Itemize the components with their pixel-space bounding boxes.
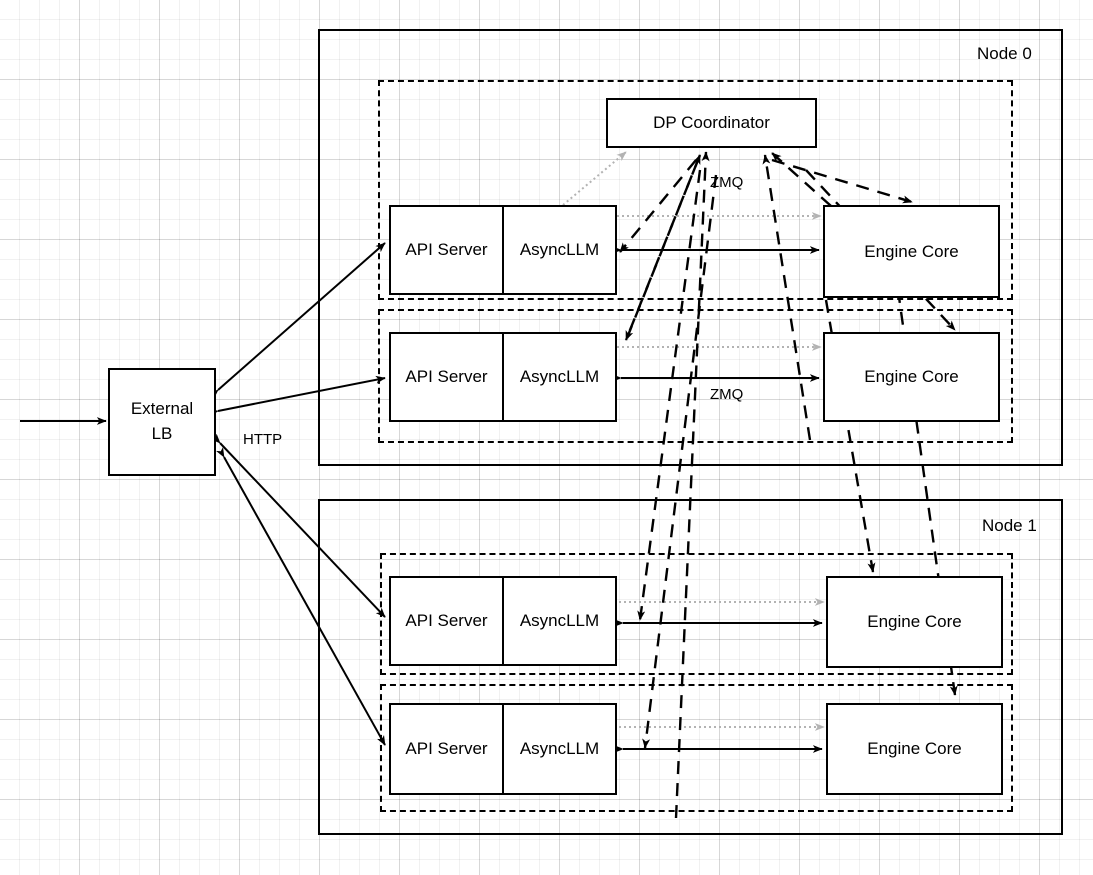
node1-group0-asyncllm-label: AsyncLLM [519, 611, 600, 630]
node0-group0-asyncllm-label: AsyncLLM [519, 240, 600, 259]
node1-group0-engine-core-box[interactable]: Engine Core [826, 576, 1003, 668]
dp-coordinator-box[interactable]: DP Coordinator [606, 98, 817, 148]
node0-group1-engine-core-box[interactable]: Engine Core [823, 332, 1000, 422]
node-1-container [318, 499, 1063, 835]
node1-group1-api-server-label: API Server [391, 705, 504, 793]
node1-group0-api-box[interactable]: API Server AsyncLLM [389, 576, 617, 666]
node0-group0-api-server-label: API Server [391, 207, 504, 293]
external-lb-label-line1: External [130, 399, 194, 419]
node-0-dp-group [378, 80, 1013, 300]
node0-group0-engine-core-box[interactable]: Engine Core [823, 205, 1000, 298]
lb-to-node1-group1-edge [216, 447, 386, 746]
node0-group1-zmq-label: ZMQ [710, 386, 744, 403]
node-0-label: Node 0 [977, 44, 1032, 63]
node-1-group-1-region [380, 684, 1013, 812]
node1-group1-engine-core-box[interactable]: Engine Core [826, 703, 1003, 795]
asyncllm-to-coordinator-dotted-edge [562, 151, 627, 206]
node1-group1-engine-core-label: Engine Core [867, 739, 962, 758]
external-lb-box[interactable]: External LB [108, 368, 216, 476]
node-0-container [318, 29, 1063, 466]
node0-group1-api-box[interactable]: API Server AsyncLLM [389, 332, 617, 422]
node-1-group-0-region [380, 553, 1013, 675]
node0-group0-zmq-label: ZMQ [710, 174, 744, 191]
external-lb-label-line2: LB [151, 424, 173, 443]
node1-group1-asyncllm-label: AsyncLLM [519, 739, 600, 758]
node-1-label: Node 1 [982, 516, 1037, 535]
lb-to-node0-group1-edge [208, 375, 386, 417]
node0-group1-asyncllm-label: AsyncLLM [519, 367, 600, 386]
node-0-group-1-region [378, 309, 1013, 443]
http-edge-label: HTTP [243, 431, 283, 448]
node0-group0-api-box[interactable]: API Server AsyncLLM [389, 205, 617, 295]
lb-to-node0-group0-edge [208, 242, 386, 400]
dp-coordinator-label: DP Coordinator [653, 113, 770, 132]
node1-group0-api-server-label: API Server [391, 578, 504, 664]
node1-group0-engine-core-label: Engine Core [867, 612, 962, 631]
node1-group1-api-box[interactable]: API Server AsyncLLM [389, 703, 617, 795]
node0-group1-engine-core-label: Engine Core [864, 367, 959, 386]
node0-group0-engine-core-label: Engine Core [864, 241, 959, 261]
node0-group1-api-server-label: API Server [391, 334, 504, 420]
